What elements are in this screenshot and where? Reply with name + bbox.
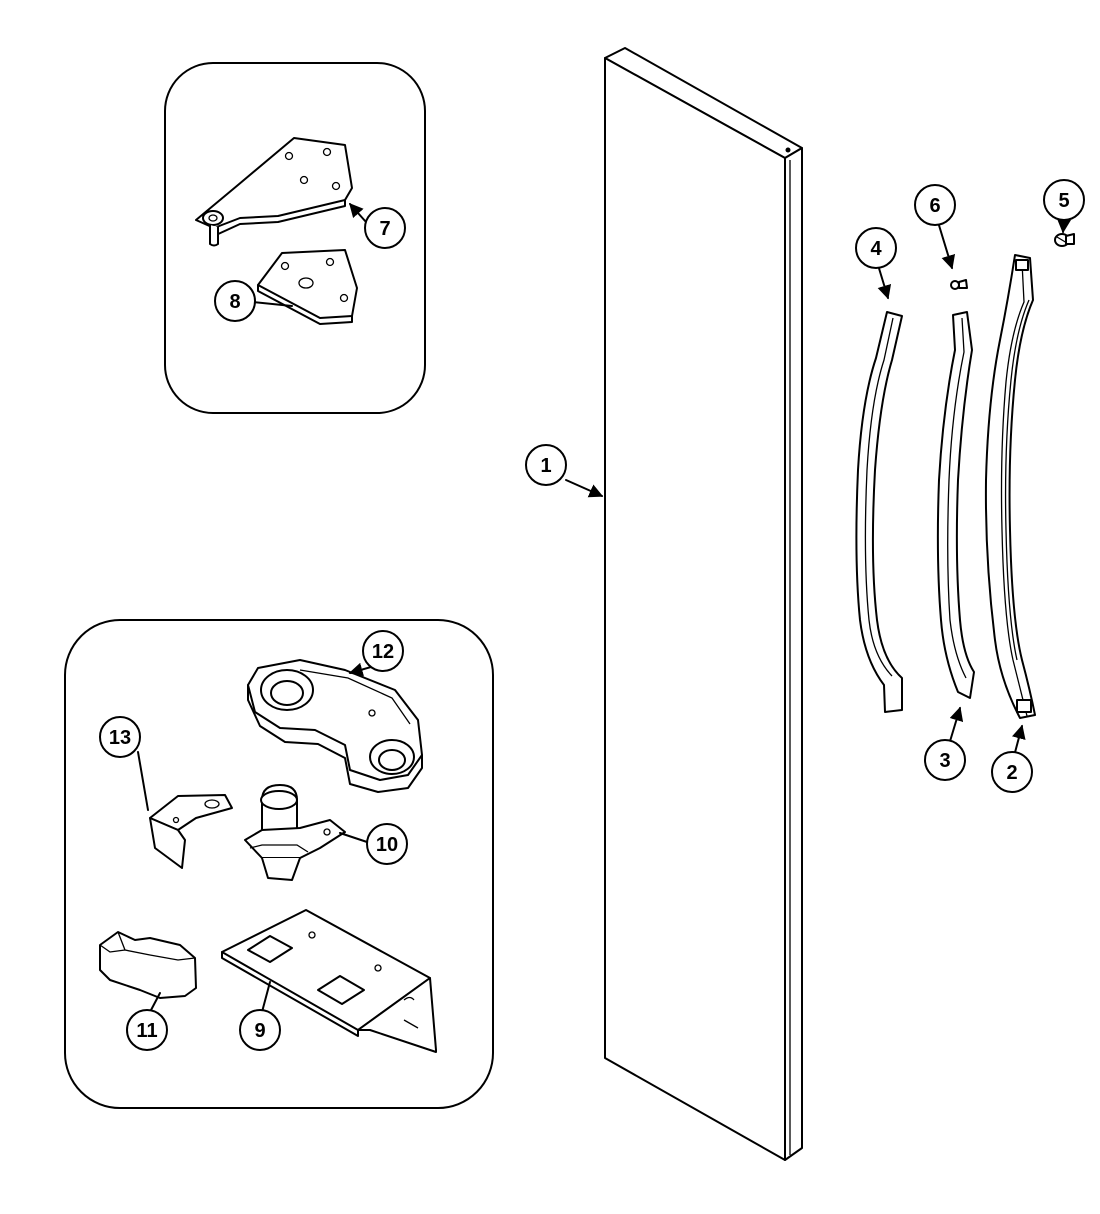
part-9-lower-hinge-bracket bbox=[221, 909, 437, 1053]
callout-label-1: 1 bbox=[540, 455, 551, 477]
callout-label-5: 5 bbox=[1058, 190, 1069, 212]
callout-label-10: 10 bbox=[376, 834, 398, 856]
inset-panel-lower-hinge bbox=[64, 619, 494, 1109]
part-8-hinge-shim bbox=[257, 249, 358, 325]
inset-panel-upper-hinge bbox=[164, 62, 426, 414]
callout-13: 13 bbox=[99, 716, 141, 758]
callout-10: 10 bbox=[366, 823, 408, 865]
callout-8: 8 bbox=[214, 280, 256, 322]
callout-4: 4 bbox=[855, 227, 897, 269]
callout-2: 2 bbox=[991, 751, 1033, 793]
callout-label-13: 13 bbox=[109, 727, 131, 749]
part-11-hinge-cover bbox=[99, 931, 197, 999]
callout-label-8: 8 bbox=[229, 291, 240, 313]
callout-label-2: 2 bbox=[1006, 762, 1017, 784]
callout-5: 5 bbox=[1043, 179, 1085, 221]
callout-label-12: 12 bbox=[372, 641, 394, 663]
callout-label-7: 7 bbox=[379, 218, 390, 240]
callout-9: 9 bbox=[239, 1009, 281, 1051]
callout-3: 3 bbox=[924, 739, 966, 781]
callout-12: 12 bbox=[362, 630, 404, 672]
part-7-upper-hinge bbox=[195, 137, 353, 247]
part-4-handle-trim bbox=[855, 311, 903, 713]
part-3-handle-trim bbox=[936, 311, 975, 699]
callout-label-9: 9 bbox=[254, 1020, 265, 1042]
callout-11: 11 bbox=[126, 1009, 168, 1051]
part-5-screw bbox=[1054, 233, 1075, 247]
callout-label-6: 6 bbox=[929, 195, 940, 217]
part-1-door-panel bbox=[604, 47, 803, 1161]
part-6-screw bbox=[950, 279, 968, 290]
part-10-hinge-pin bbox=[244, 784, 346, 881]
callout-7: 7 bbox=[364, 207, 406, 249]
callout-6: 6 bbox=[914, 184, 956, 226]
callout-label-3: 3 bbox=[939, 750, 950, 772]
part-13-clip bbox=[149, 794, 233, 869]
callout-label-11: 11 bbox=[136, 1020, 157, 1042]
part-12-hinge-bracket bbox=[247, 659, 423, 793]
part-2-handle bbox=[984, 254, 1036, 719]
callout-1: 1 bbox=[525, 444, 567, 486]
callout-label-4: 4 bbox=[870, 238, 882, 260]
leader-lines bbox=[137, 202, 1072, 1013]
